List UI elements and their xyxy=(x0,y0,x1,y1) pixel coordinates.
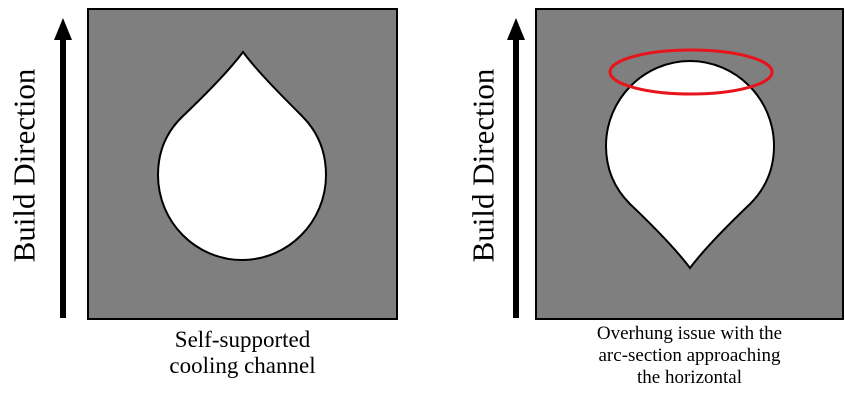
left-diagram xyxy=(54,8,398,320)
teardrop-channel-up xyxy=(156,50,328,262)
caption-right-line-3: the horizontal xyxy=(637,367,742,389)
left-panel: Build Direction Self-supported cooling c… xyxy=(0,0,420,402)
build-direction-arrow-left xyxy=(54,18,72,318)
right-diagram xyxy=(507,8,844,320)
caption-left: Self-supported cooling channel xyxy=(88,327,397,380)
right-panel: Build Direction Overhung issue with the … xyxy=(420,0,845,402)
caption-right-line-1: Overhung issue with the xyxy=(596,323,783,344)
axis-label-left: Build Direction xyxy=(6,68,42,263)
overhang-highlight-ellipse xyxy=(608,48,774,96)
caption-right-line-2: arc-section approaching xyxy=(598,345,781,367)
teardrop-channel-down xyxy=(604,59,776,270)
axis-label-right: Build Direction xyxy=(465,68,501,263)
caption-right: Overhung issue with the arc-section appr… xyxy=(536,323,843,390)
build-direction-arrow-right xyxy=(507,18,525,318)
caption-left-line-1: Self-supported xyxy=(174,327,311,352)
caption-left-line-2: cooling channel xyxy=(169,353,316,379)
